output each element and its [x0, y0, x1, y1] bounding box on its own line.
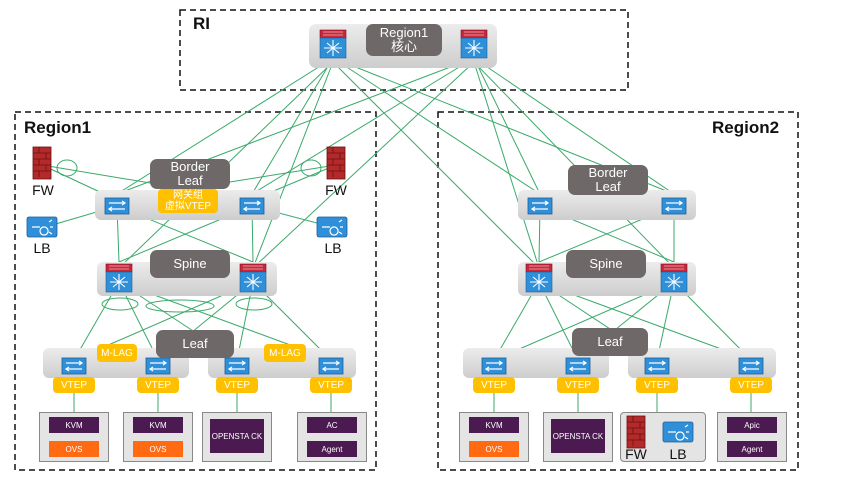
r1-vtep-4: VTEP	[310, 377, 352, 393]
r1-host-2-bottom: OVS	[133, 441, 183, 457]
r2-leaf-3-icon	[644, 357, 670, 375]
r1-host-3-top: OPENSTA CK	[210, 419, 264, 453]
r2-vtep-1: VTEP	[473, 377, 515, 393]
r2-host-1-top: KVM	[469, 417, 519, 433]
r2-leaf-2-icon	[565, 357, 591, 375]
r2-vtep-2: VTEP	[557, 377, 599, 393]
r1-host-4-top: AC	[307, 417, 357, 433]
ri-core-label-line2: 核心	[390, 39, 417, 54]
region1-title: Region1	[24, 118, 92, 137]
r1-lb-right-label: LB	[324, 240, 342, 256]
r2-vtep-4: VTEP	[730, 377, 772, 393]
r2-border-leaf-line1: Border	[588, 165, 628, 180]
r2-leaf-1-icon	[481, 357, 507, 375]
r1-host-1-top: KVM	[49, 417, 99, 433]
r1-host-1-bottom: OVS	[49, 441, 99, 457]
r1-gateway-vtep-label: 网关组 虚拟VTEP	[158, 189, 218, 213]
r2-host-4-top: Apic	[727, 417, 777, 433]
r1-border-leaf-line2: Leaf	[177, 173, 203, 188]
r1-vtep-3: VTEP	[216, 377, 258, 393]
r1-lb-left-label: LB	[33, 240, 51, 256]
region2-boundary	[437, 111, 799, 471]
ri-core-label: Region1 核心	[366, 24, 442, 56]
r1-firewall-right-icon	[326, 146, 346, 180]
r2-spine-right-icon	[660, 263, 688, 293]
r1-fw-right-label: FW	[325, 182, 347, 198]
r1-host-2-top: KVM	[133, 417, 183, 433]
core-switch-right-icon	[460, 29, 488, 59]
r1-leaf-3-icon	[224, 357, 250, 375]
ri-title: RI	[193, 14, 210, 33]
r2-spine-label: Spine	[566, 250, 646, 278]
r2-host-1-bottom: OVS	[469, 441, 519, 457]
r1-fw-left-label: FW	[32, 182, 54, 198]
r1-host-4-bottom: Agent	[307, 441, 357, 457]
ri-boundary	[179, 9, 629, 91]
r1-firewall-left-icon	[32, 146, 52, 180]
r1-spine-right-icon	[239, 263, 267, 293]
r1-lb-left-icon	[26, 216, 58, 238]
region2-title: Region2	[712, 118, 780, 137]
lag-ellipses	[56, 159, 322, 313]
r1-spine-left-icon	[105, 263, 133, 293]
r1-vtep-1: VTEP	[53, 377, 95, 393]
r1-gateway-line2: 虚拟VTEP	[164, 201, 212, 212]
r1-mlag-right-label: M-LAG	[264, 344, 306, 362]
region1-boundary	[14, 111, 377, 471]
r1-mlag-left-label: M-LAG	[97, 344, 137, 362]
r1-leaf-label: Leaf	[156, 330, 234, 358]
r1-lb-right-icon	[316, 216, 348, 238]
r2-spine-left-icon	[525, 263, 553, 293]
r2-border-leaf-left-icon	[527, 197, 553, 215]
r2-border-leaf-right-icon	[661, 197, 687, 215]
r1-gateway-line1: 网关组	[173, 190, 203, 201]
r1-border-leaf-left-icon	[104, 197, 130, 215]
r2-host-2-top: OPENSTA CK	[551, 419, 605, 453]
ri-core-label-line1: Region1	[379, 25, 429, 40]
r2-vtep-3: VTEP	[636, 377, 678, 393]
r1-leaf-4-icon	[318, 357, 344, 375]
r2-border-leaf-line2: Leaf	[595, 179, 621, 194]
r1-spine-label: Spine	[150, 250, 230, 278]
r1-border-leaf-right-icon	[239, 197, 265, 215]
r1-border-leaf-line1: Border	[170, 159, 210, 174]
r2-lb-label: LB	[669, 446, 687, 462]
r2-leaf-label: Leaf	[572, 328, 648, 356]
r1-border-leaf-label: Border Leaf	[150, 159, 230, 189]
r2-border-leaf-label: Border Leaf	[568, 165, 648, 195]
r2-leaf-4-icon	[738, 357, 764, 375]
device-shelves	[43, 24, 776, 378]
r1-leaf-1-icon	[61, 357, 87, 375]
r1-leaf-2-icon	[145, 357, 171, 375]
r2-host-4-bottom: Agent	[727, 441, 777, 457]
r2-fw-label: FW	[625, 446, 647, 462]
core-switch-left-icon	[319, 29, 347, 59]
r1-vtep-2: VTEP	[137, 377, 179, 393]
